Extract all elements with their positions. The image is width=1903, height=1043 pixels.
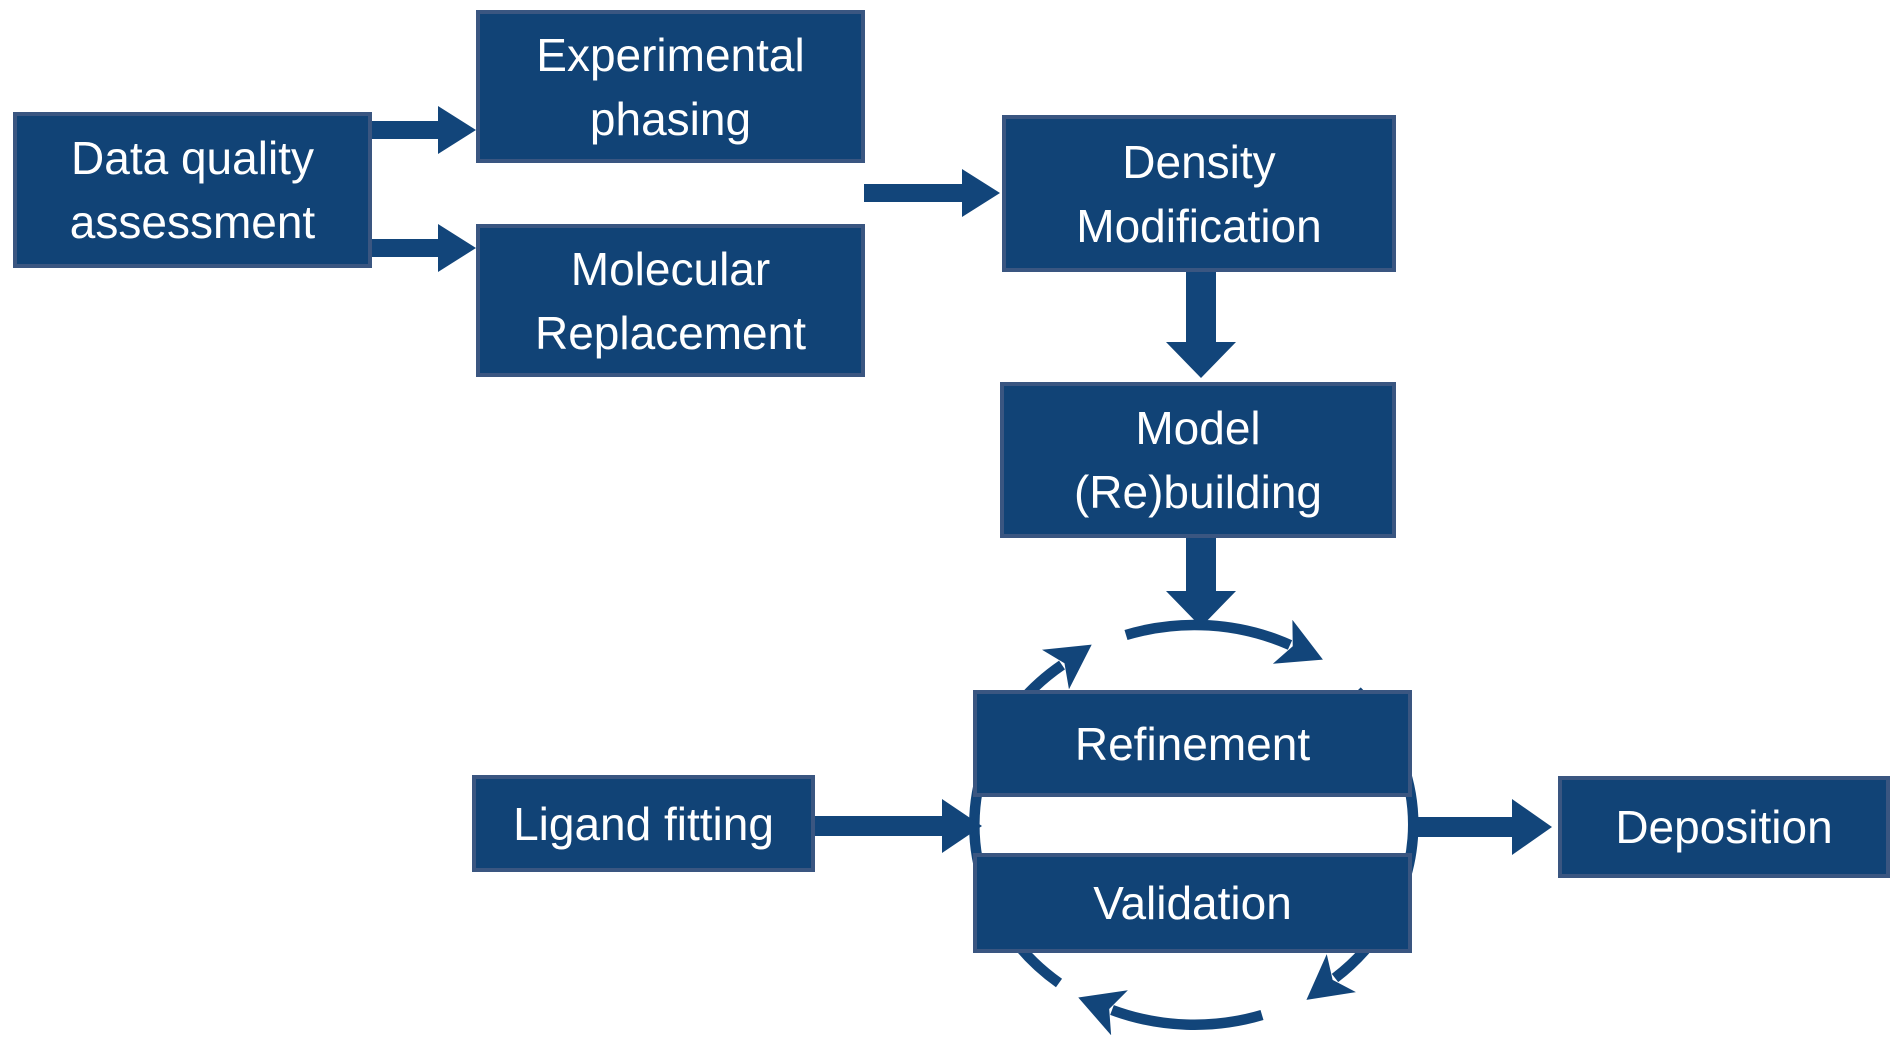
node-label-line: Experimental [536, 28, 805, 81]
cycle-arc-bottom-icon [1078, 990, 1264, 1036]
node-label-line: phasing [589, 92, 752, 145]
node-label-line: Replacement [534, 306, 807, 359]
node-label-line: Modification [1076, 199, 1322, 252]
node-label-line: (Re)building [1073, 466, 1322, 518]
arrow-cycle-to-deposition-icon [1408, 799, 1552, 855]
node-data-quality-assessment: Data quality assessment [13, 112, 372, 268]
node-validation: Validation [973, 853, 1412, 953]
node-refinement: Refinement [973, 690, 1412, 797]
node-label-line: Density [1122, 135, 1276, 188]
node-model-rebuilding: Model (Re)building [1000, 382, 1396, 538]
node-density-modification: Density Modification [1002, 115, 1396, 272]
node-label-line: Validation [1093, 877, 1292, 929]
arrow-data-to-molecular-icon [372, 224, 476, 272]
node-label-line: Ligand fitting [513, 797, 774, 850]
arrow-phasing-to-density-icon [864, 169, 1000, 217]
cycle-arc-top-icon [1124, 619, 1323, 664]
node-label-line: Data quality [71, 132, 314, 184]
node-label-line: Molecular [570, 242, 771, 295]
node-label-line: Refinement [1074, 717, 1311, 770]
node-label-line: Model [1135, 402, 1261, 454]
node-label-line: assessment [69, 196, 316, 248]
node-deposition: Deposition [1558, 776, 1890, 878]
arrow-data-to-experimental-icon [372, 106, 476, 154]
node-label-line: Deposition [1615, 801, 1833, 853]
node-molecular-replacement: Molecular Replacement [476, 224, 865, 377]
node-ligand-fitting: Ligand fitting [472, 775, 815, 872]
arrow-density-to-model-icon [1166, 272, 1236, 378]
arrow-ligand-to-cycle-icon [815, 799, 982, 853]
arrow-model-to-cycle-icon [1166, 538, 1236, 627]
node-experimental-phasing: Experimental phasing [476, 10, 865, 163]
